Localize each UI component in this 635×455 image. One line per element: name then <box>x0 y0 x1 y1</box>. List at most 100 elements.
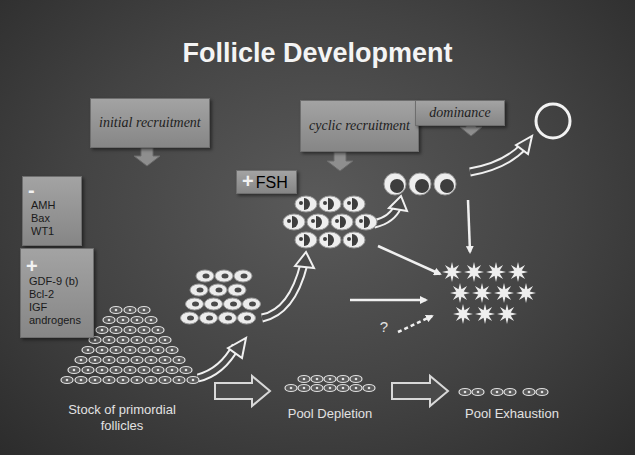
oocyte <box>122 359 125 362</box>
primordial-follicle <box>131 337 143 344</box>
primordial-follicle <box>337 385 349 392</box>
box-text: Bcl-2 <box>29 288 54 301</box>
factor-box: dominance <box>415 100 505 126</box>
oocyte <box>528 391 531 394</box>
slide-title: Follicle Development <box>0 38 635 69</box>
stage-label: Pool Depletion <box>265 406 395 422</box>
block-arrow <box>392 376 448 406</box>
stage-label: Pool Exhaustion <box>447 406 577 422</box>
primordial-follicle <box>145 357 157 364</box>
primordial-follicle <box>152 327 164 334</box>
oocyte <box>225 316 232 321</box>
oocyte <box>171 369 174 372</box>
oocyte <box>185 369 188 372</box>
primordial-follicle <box>324 376 336 383</box>
antral-follicle <box>409 173 431 195</box>
oocyte <box>157 329 160 332</box>
primordial-follicle <box>96 347 108 354</box>
primordial-follicle <box>131 357 143 364</box>
oocyte <box>464 391 467 394</box>
antrum <box>340 216 346 228</box>
antrum <box>316 216 322 228</box>
atretic-follicle <box>494 283 514 303</box>
oocyte <box>115 329 118 332</box>
primordial-follicle <box>166 367 178 374</box>
box-text: WT1 <box>31 225 54 238</box>
oocyte <box>244 316 251 321</box>
oocyte <box>541 391 544 394</box>
oocyte <box>94 379 97 382</box>
effect-sign: - <box>28 181 35 199</box>
oocyte <box>108 339 111 342</box>
secondary-follicle <box>319 196 341 212</box>
box-text: cyclic recruitment <box>301 114 418 138</box>
primordial-follicle <box>117 357 129 364</box>
oocyte <box>290 387 293 390</box>
oocyte <box>66 379 69 382</box>
primordial-follicle <box>138 327 150 334</box>
box-text: IGF <box>29 301 47 314</box>
primordial-follicle <box>103 317 115 324</box>
primordial-follicle <box>75 357 87 364</box>
oocyte <box>368 387 371 390</box>
oocyte <box>164 339 167 342</box>
primordial-follicle <box>124 367 136 374</box>
oocyte <box>477 391 480 394</box>
oocyte <box>187 316 194 321</box>
oocyte <box>136 379 139 382</box>
antrum <box>328 234 334 246</box>
atretic-follicle <box>516 283 536 303</box>
primordial-follicle <box>124 347 136 354</box>
oocyte <box>157 349 160 352</box>
antrum <box>292 216 298 228</box>
primary-follicle <box>196 270 214 282</box>
oocyte <box>329 387 332 390</box>
oocyte <box>129 309 132 312</box>
oocyte <box>108 319 111 322</box>
oocyte <box>143 369 146 372</box>
oocyte <box>136 339 139 342</box>
oocyte <box>303 378 306 381</box>
primordial-follicle <box>350 385 362 392</box>
primordial-follicle <box>145 377 157 384</box>
antrum <box>352 234 358 246</box>
primordial-follicle <box>159 357 171 364</box>
primordial-follicle <box>159 337 171 344</box>
oocyte <box>316 387 319 390</box>
oocyte <box>122 379 125 382</box>
primordial-follicle <box>285 385 297 392</box>
primordial-follicle <box>124 327 136 334</box>
antrum <box>328 198 334 210</box>
primary-follicle <box>200 312 218 324</box>
atresia-arrows <box>350 200 470 332</box>
down-arrow <box>327 152 353 171</box>
primordial-follicle <box>110 347 122 354</box>
box-text: androgens <box>29 314 81 327</box>
oocyte <box>355 387 358 390</box>
oocyte <box>129 329 132 332</box>
primordial-follicle <box>117 317 129 324</box>
oocyte <box>347 237 351 241</box>
oocyte <box>509 391 512 394</box>
primordial-follicle <box>103 337 115 344</box>
atretic-follicle <box>497 304 517 324</box>
oocyte <box>323 201 327 205</box>
primordial-follicle <box>96 367 108 374</box>
block-arrow <box>215 376 270 406</box>
oocyte <box>80 379 83 382</box>
primary-follicle <box>190 284 208 296</box>
oocyte <box>211 302 218 307</box>
oocyte <box>129 349 132 352</box>
oocyte <box>311 219 315 223</box>
box-text: Bax <box>31 212 50 225</box>
primordial-follicle <box>166 347 178 354</box>
oocyte <box>222 274 229 279</box>
primordial-follicle <box>110 307 122 314</box>
antrum <box>304 198 310 210</box>
oocyte <box>303 387 306 390</box>
secondary-follicle <box>331 214 353 230</box>
oocyte <box>192 302 199 307</box>
atretic-follicle <box>442 262 462 282</box>
primordial-follicle <box>324 385 336 392</box>
